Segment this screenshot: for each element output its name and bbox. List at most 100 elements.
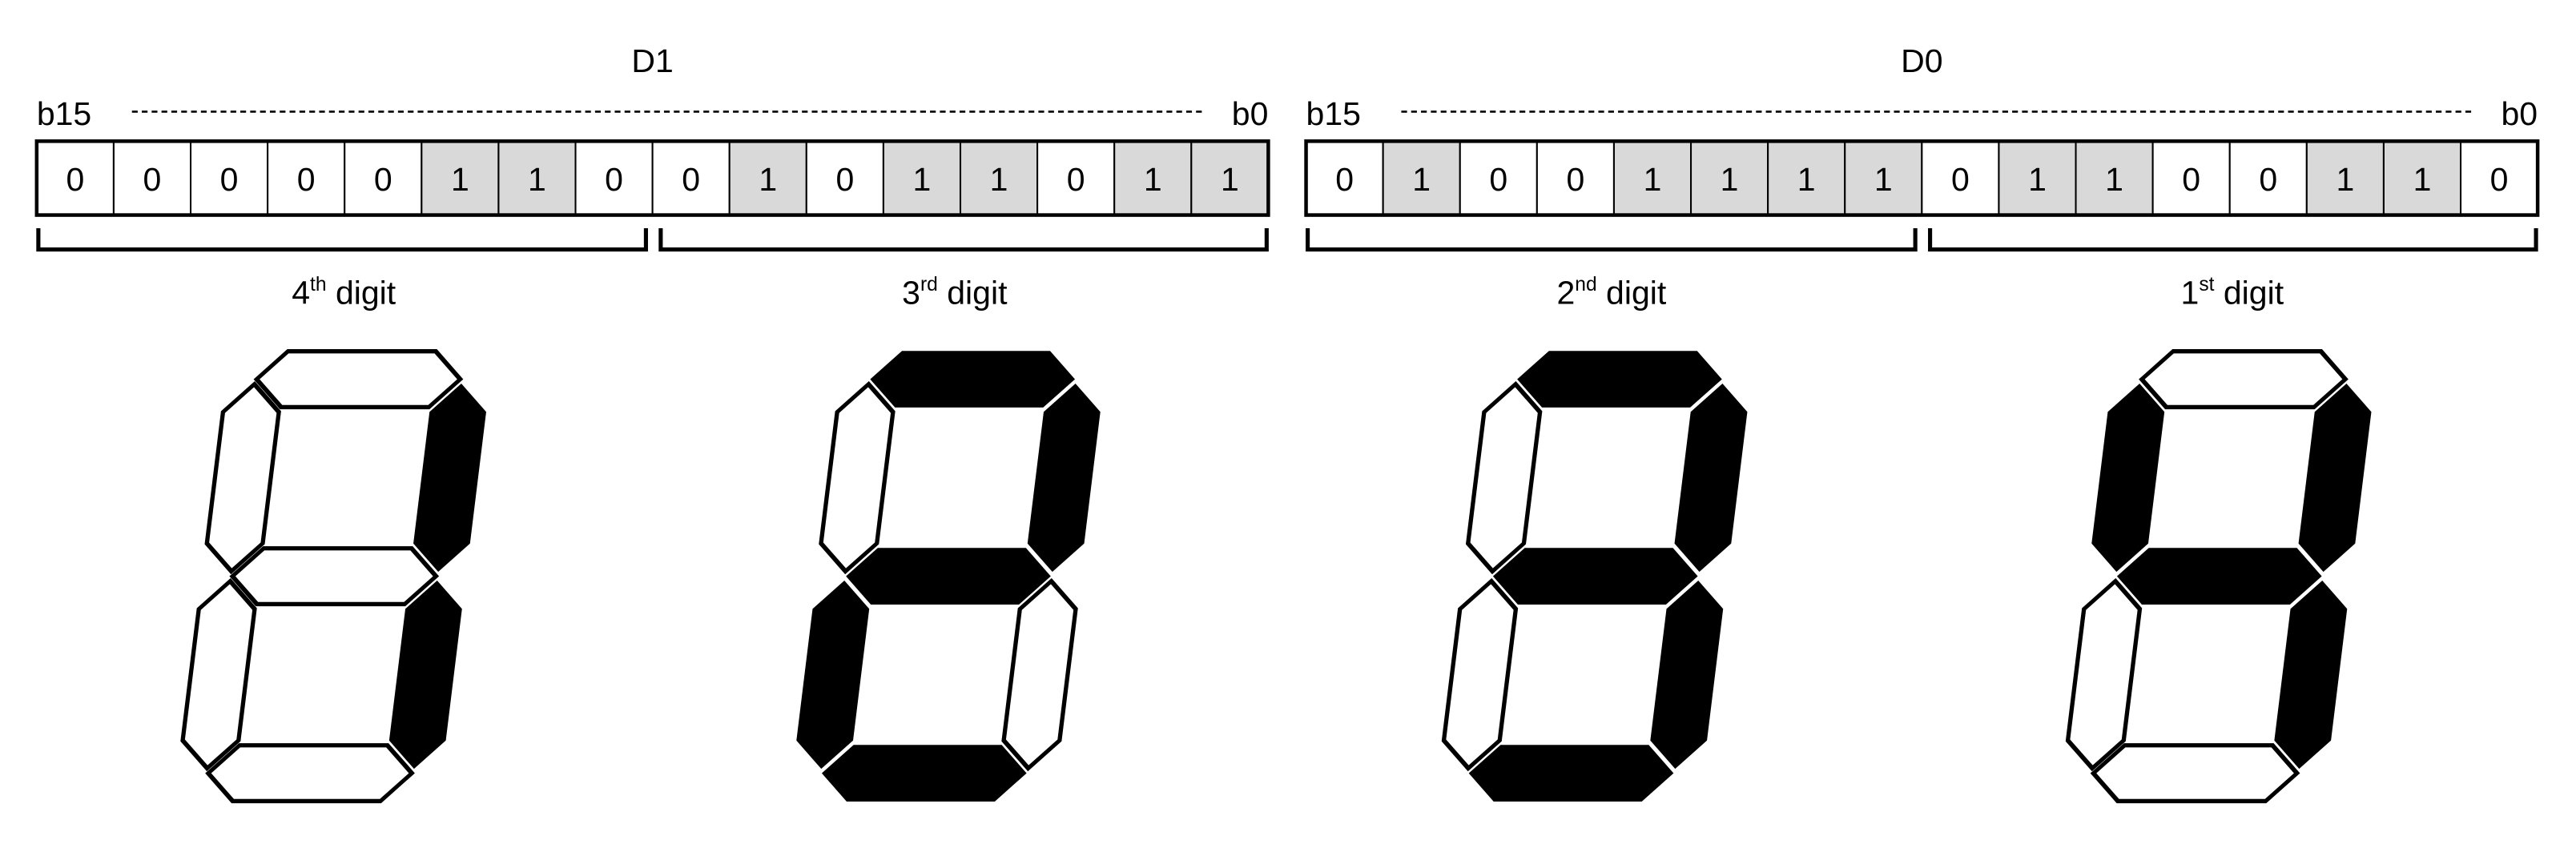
bit-cell-b5 xyxy=(805,140,884,216)
bit-value: 0 xyxy=(1566,161,1584,198)
bit-value: 1 xyxy=(913,161,932,198)
bit-value: 1 xyxy=(2028,161,2047,198)
segment-e-off xyxy=(1441,577,1519,772)
bit-cell-b2 xyxy=(1036,140,1116,216)
bit-value: 0 xyxy=(2182,161,2200,198)
seven-segment-display-4 xyxy=(180,349,486,804)
digit-number: 3 xyxy=(902,274,920,311)
digit-label: 1st digit xyxy=(2181,274,2284,311)
bit-value: 1 xyxy=(1144,161,1162,198)
digit-number: 1 xyxy=(2181,274,2200,311)
segment-b-on xyxy=(2298,383,2372,573)
bit-cell-b8 xyxy=(1844,140,1923,216)
bit-value: 1 xyxy=(1221,161,1239,198)
bit-value: 1 xyxy=(1412,161,1431,198)
bit-value: 1 xyxy=(2105,161,2123,198)
segment-d-on xyxy=(821,745,1027,802)
segment-c-on xyxy=(388,581,462,770)
bit-value: 0 xyxy=(2259,161,2277,198)
bit-cell-b1 xyxy=(1113,140,1193,216)
bit-value: 1 xyxy=(759,161,777,198)
seven-segment-display-2 xyxy=(1441,351,1748,802)
bit-cell-b13 xyxy=(1459,140,1538,216)
bit-value: 1 xyxy=(451,161,469,198)
bit-value: 0 xyxy=(143,161,162,198)
register-border xyxy=(1304,139,2540,217)
register-border xyxy=(34,139,1270,217)
segment-a-off xyxy=(2139,349,2349,410)
bit-value: 0 xyxy=(374,161,392,198)
segment-f-on xyxy=(2091,383,2165,573)
bit-value: 0 xyxy=(605,161,623,198)
register-d0: D0 b15 b0 0 1 0 0 1 1 1 1 0 1 1 0 0 1 1 0 xyxy=(1304,42,2540,252)
digit-word: digit xyxy=(2214,274,2284,311)
digit-word: digit xyxy=(327,274,396,311)
segment-a-on xyxy=(870,351,1076,408)
bit-value: 1 xyxy=(1644,161,1662,198)
msb-label: b15 xyxy=(37,95,91,132)
bit-cell-b6 xyxy=(728,140,807,216)
digit-bracket xyxy=(658,227,1269,252)
digit-label: 2nd digit xyxy=(1556,274,1666,311)
segment-f-off xyxy=(204,380,281,575)
bit-value: 0 xyxy=(220,161,239,198)
bit-value: 1 xyxy=(2413,161,2432,198)
bit-value: 0 xyxy=(297,161,316,198)
segment-e-off xyxy=(2065,577,2143,772)
segment-c-on xyxy=(2274,581,2348,770)
bit-value: 1 xyxy=(1797,161,1816,198)
digit-ordinal-suffix: th xyxy=(310,274,327,295)
bit-cell-b7 xyxy=(651,140,731,216)
bit-cell-b12 xyxy=(1536,140,1615,216)
segment-a-on xyxy=(1517,351,1722,408)
segment-b-on xyxy=(1027,383,1101,573)
digit-bracket xyxy=(1306,227,1918,252)
digit-word: digit xyxy=(938,274,1008,311)
bit-cell-b3 xyxy=(959,140,1039,216)
digit-bracket xyxy=(36,227,648,252)
digit-bracket xyxy=(1928,227,2538,252)
bit-value: 0 xyxy=(66,161,84,198)
segment-d-on xyxy=(1468,745,1674,802)
register-name: D1 xyxy=(631,42,673,79)
bit-cell-b14 xyxy=(1382,140,1461,216)
register-name: D0 xyxy=(1901,42,1942,79)
digit-label: 3rd digit xyxy=(902,274,1008,311)
segment-e-off xyxy=(180,577,257,772)
bit-value: 0 xyxy=(1489,161,1507,198)
digit-ordinal-suffix: rd xyxy=(920,274,938,295)
bit-value: 1 xyxy=(1721,161,1739,198)
segment-e-on xyxy=(796,581,870,770)
lsb-label: b0 xyxy=(1232,95,1269,132)
segment-c-off xyxy=(1001,577,1078,772)
segment-g-on xyxy=(846,548,1051,605)
segment-f-off xyxy=(819,380,896,575)
bit-cell-b3 xyxy=(2228,140,2308,216)
digit-label: 4th digit xyxy=(292,274,396,311)
digit-number: 4 xyxy=(292,274,310,311)
digit-word: digit xyxy=(1597,274,1667,311)
segment-b-on xyxy=(1674,383,1748,573)
digit-ordinal-suffix: nd xyxy=(1575,274,1596,295)
lsb-label: b0 xyxy=(2502,95,2538,132)
bit-value: 1 xyxy=(1874,161,1893,198)
segment-f-off xyxy=(1465,380,1543,575)
msb-label: b15 xyxy=(1306,95,1361,132)
segment-d-off xyxy=(205,743,415,804)
bit-value: 0 xyxy=(1335,161,1354,198)
bit-cell-b4 xyxy=(2151,140,2231,216)
seven-segment-display-3 xyxy=(796,351,1101,802)
bit-value: 0 xyxy=(835,161,854,198)
segment-b-on xyxy=(413,383,486,573)
seven-segment-display-1 xyxy=(2065,349,2372,804)
bit-value: 0 xyxy=(1067,161,1085,198)
bit-value: 1 xyxy=(2336,161,2354,198)
segment-g-on xyxy=(2116,548,2322,605)
bit-value: 1 xyxy=(990,161,1008,198)
bit-value: 0 xyxy=(1951,161,1970,198)
bit-value: 0 xyxy=(2490,161,2509,198)
segment-g-on xyxy=(1492,548,1698,605)
bit-value: 1 xyxy=(528,161,546,198)
